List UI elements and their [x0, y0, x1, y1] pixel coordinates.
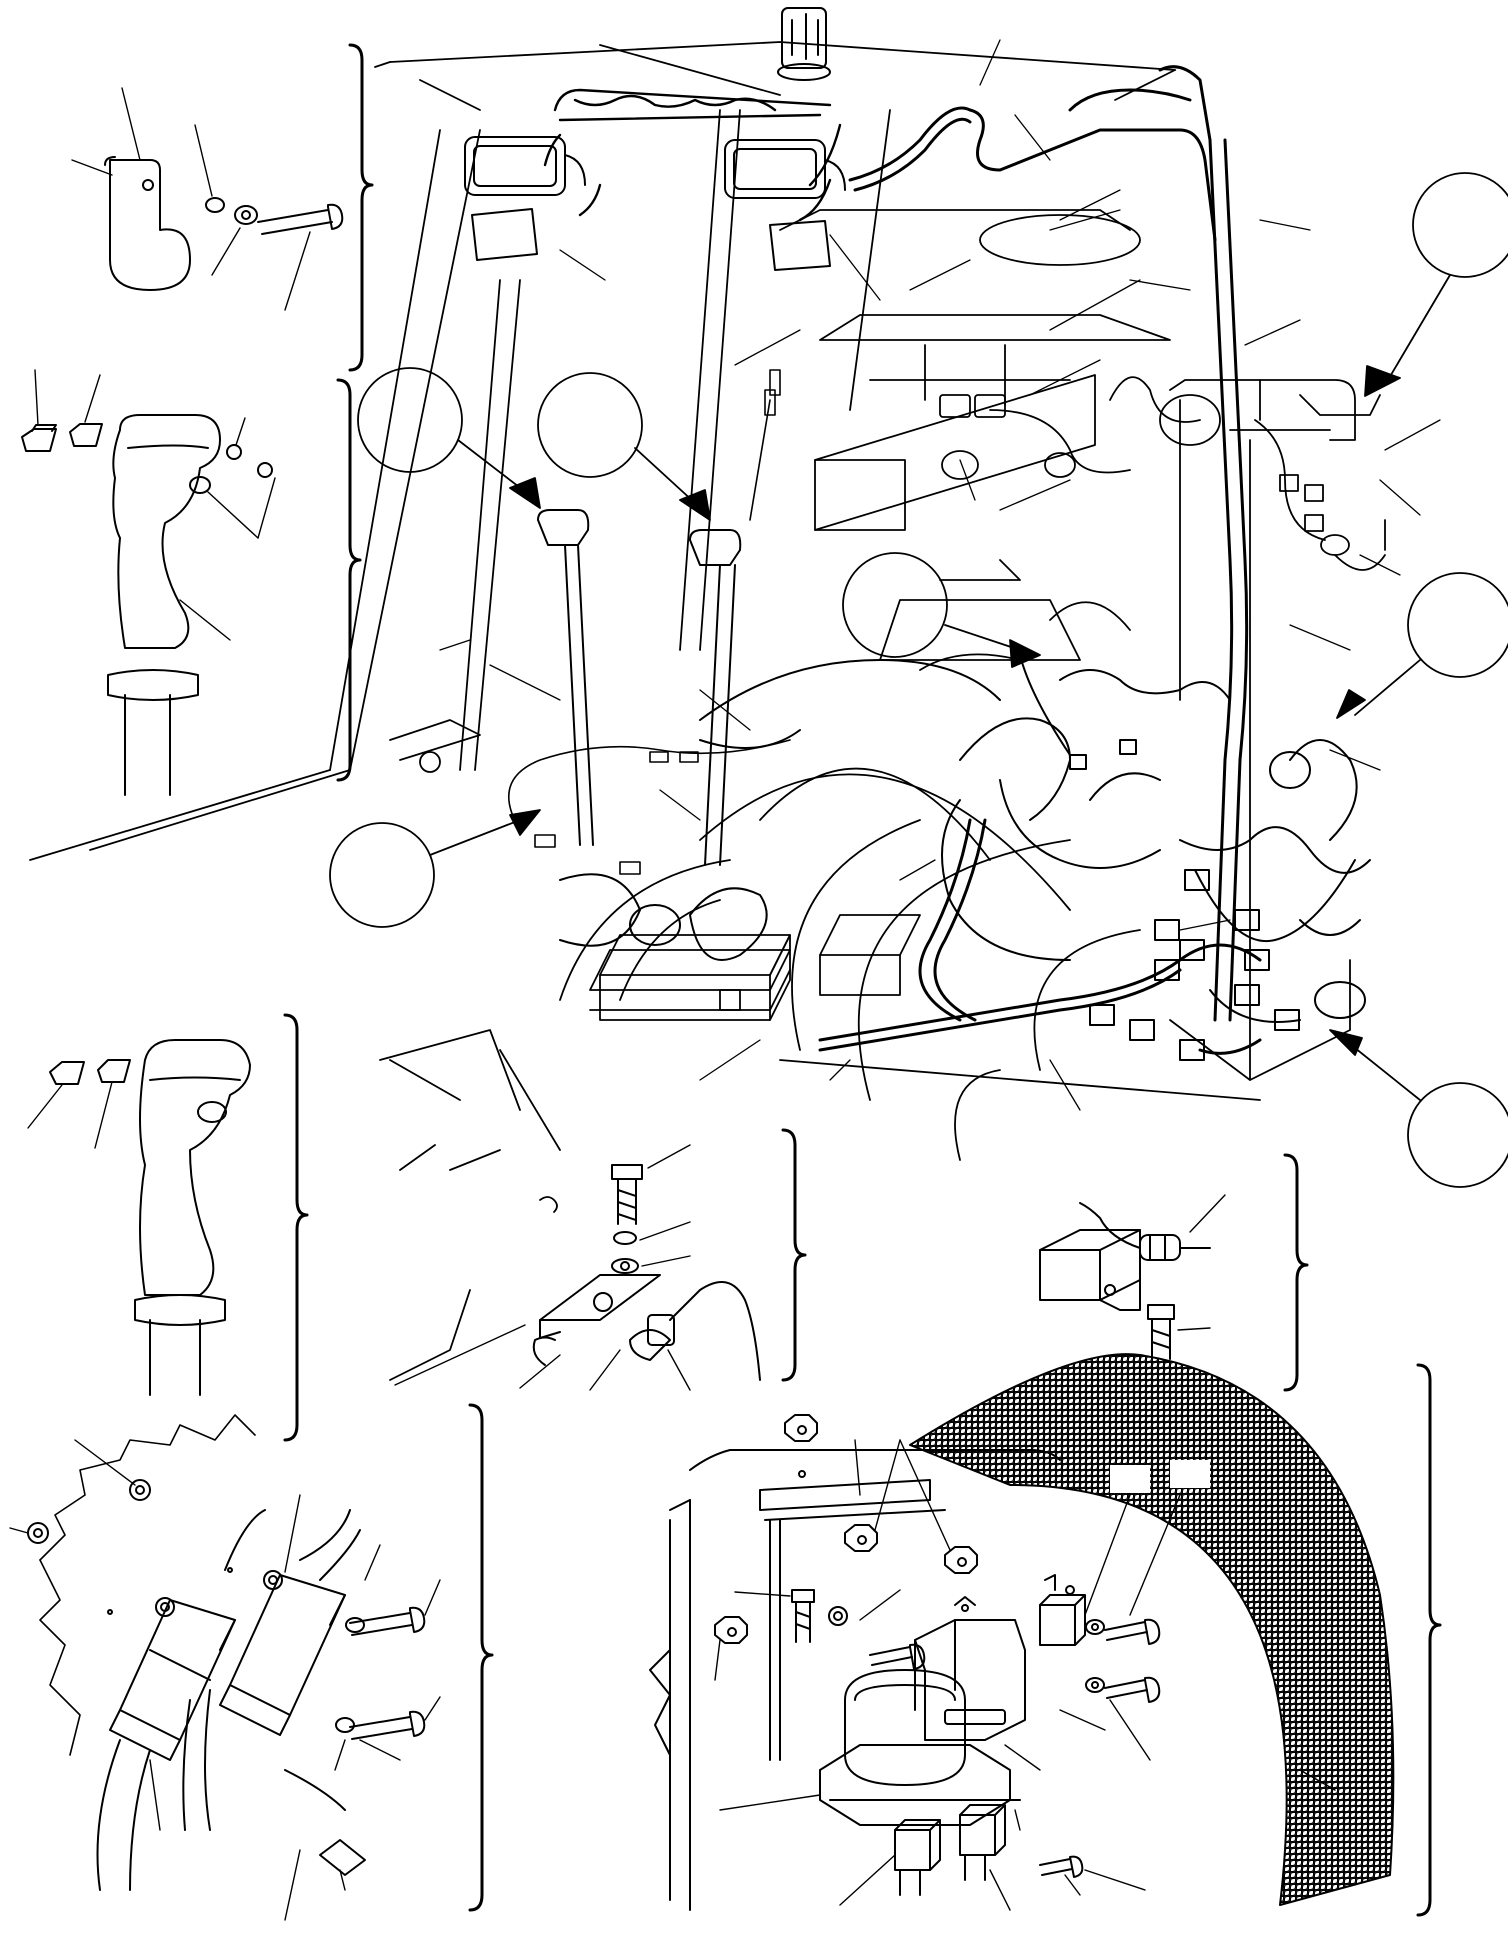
balloon-joystick-right [537, 372, 711, 521]
sensor-bracket-detail [1039, 1194, 1226, 1379]
clamp-bracket-detail [71, 87, 344, 311]
balloon-right-lower [1329, 1029, 1508, 1188]
machine-frame [29, 41, 1356, 1381]
cab-wiring [508, 369, 791, 875]
beacon-light [777, 7, 831, 81]
cab-joysticks [537, 509, 768, 961]
leader-lines [439, 39, 1441, 1111]
relay-module-detail [9, 1414, 441, 1921]
balloon-upper-right [1364, 172, 1508, 397]
balloon-left-lower [329, 809, 541, 928]
valve-block [599, 914, 921, 1021]
dashboard-components [939, 376, 1386, 571]
corrugated-harness [848, 65, 1249, 1022]
joystick-handle-detail-lower [27, 1039, 251, 1396]
joystick-handle-detail-upper [21, 369, 276, 796]
central-harness [699, 654, 1371, 1061]
section-braces [283, 43, 1442, 1917]
upper-harness [543, 88, 842, 222]
relay-panel-detail [649, 1353, 1395, 1911]
balloon-right-middle [1336, 572, 1508, 719]
work-lights [464, 136, 846, 271]
switch-bracket-detail [394, 1144, 761, 1391]
callout-balloons [329, 172, 1508, 1188]
lower-corrugated-harness [818, 818, 1262, 1055]
balloon-joystick-left [357, 367, 541, 509]
balloon-center [842, 552, 1041, 668]
